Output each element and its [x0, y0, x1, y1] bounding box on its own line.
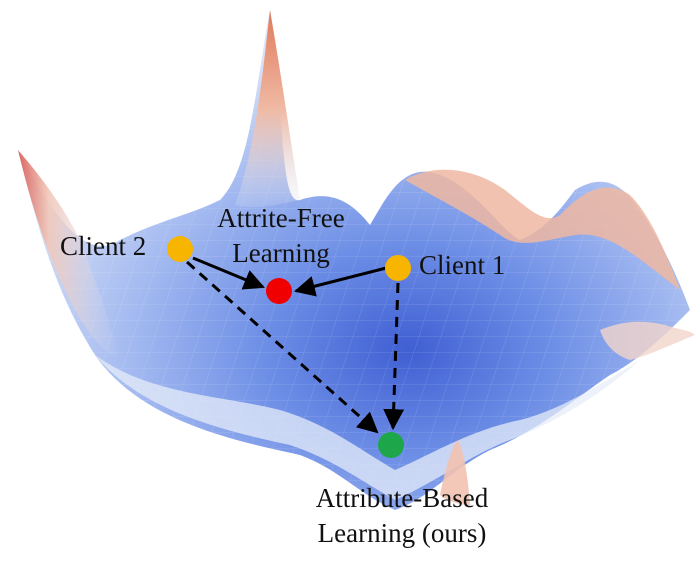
central-peak — [235, 10, 300, 208]
attrite-free-point — [266, 278, 292, 304]
front-peak — [440, 440, 470, 505]
surface-mesh-overlay — [18, 10, 690, 510]
attribute-based-label-line2: Learning (ours) — [318, 518, 487, 548]
arrow-client1-to-attribute-based — [383, 282, 405, 431]
attrite-free-label-line1: Attrite-Free — [217, 203, 344, 233]
arrow-client1-to-attrite-free — [293, 266, 387, 297]
client1-label: Client 1 — [419, 250, 505, 280]
arrow-client2-to-attribute-based — [185, 260, 379, 434]
front-lip — [95, 355, 640, 500]
attribute-based-label-line1: Attribute-Based — [316, 483, 489, 513]
right-ridge — [405, 169, 680, 290]
left-wall — [18, 150, 120, 360]
arrow-client2-to-attrite-free — [192, 256, 265, 290]
client2-point — [167, 236, 193, 262]
right-rim — [600, 321, 695, 360]
attribute-based-point — [378, 432, 404, 458]
client1-point — [385, 255, 411, 281]
loss-surface — [18, 10, 695, 510]
arrows — [185, 256, 405, 434]
attrite-free-label-line2: Learning — [232, 238, 329, 268]
client2-label: Client 2 — [60, 231, 146, 261]
